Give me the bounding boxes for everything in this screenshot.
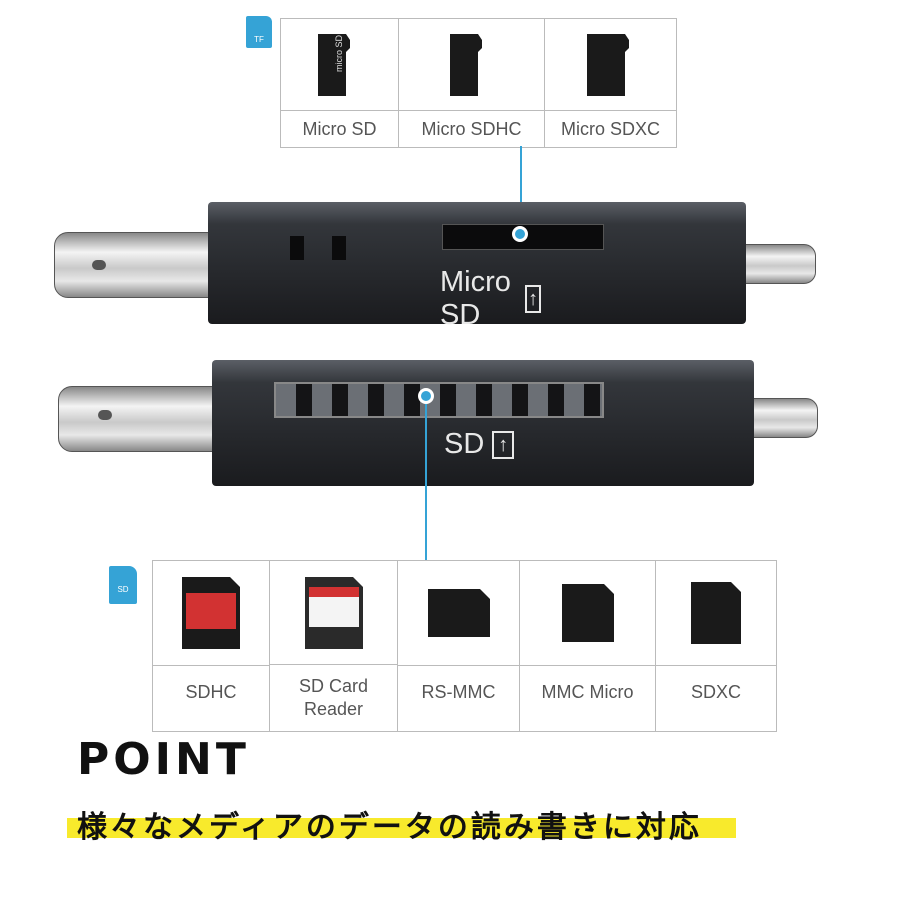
eject-arrow-icon: ↑ [525,285,541,313]
card-cell-rs-mmc: RS-MMC [398,561,520,731]
card-label: SDXC [656,665,776,731]
card-cell-sd-card-reader: SD Card Reader [270,561,398,731]
highlight-bar [67,818,736,838]
card-cell-micro-sd: micro SD Micro SD [281,19,399,147]
micro-sdhc-card-icon [449,34,482,96]
card-label: SDHC [153,665,269,731]
card-label: RS-MMC [398,665,519,731]
usb-plug-left [58,386,220,452]
card-label: Micro SDHC [399,110,544,147]
sdxc-card-icon [691,582,741,644]
card-cell-micro-sdhc: Micro SDHC [399,19,545,147]
micro-sdxc-card-icon [586,34,629,96]
card-cell-sdxc: SDXC [656,561,776,731]
tf-card-icon: TF [246,16,272,48]
sd-card-table: SDHC SD Card Reader RS-MMC MMC Micro SDX… [152,560,777,732]
sd-card-icon: SD [109,566,137,604]
reader-body-top [208,202,746,324]
micro-sd-card-icon: micro SD [317,34,350,96]
tf-badge-label: TF [254,35,264,44]
sd-slot[interactable] [274,382,604,418]
card-cell-mmc-micro: MMC Micro [520,561,656,731]
card-cell-sdhc: SDHC [153,561,270,731]
usb-plug-left [54,232,216,298]
micro-sd-slot-label: Micro SD ↑ [440,266,541,332]
card-label: MMC Micro [520,665,655,731]
slot-marker-top [512,226,528,242]
svg-text:micro SD: micro SD [334,34,344,72]
plug-hole-icon [98,410,112,420]
card-label: Micro SD [281,110,398,147]
card-label: Micro SDXC [545,110,676,147]
mmc-micro-card-icon [561,584,614,642]
card-label: SD Card Reader [270,664,397,731]
micro-card-table: micro SD Micro SD Micro SDHC Micro SDXC [280,18,677,148]
led-slot-icon [290,236,304,260]
sd-badge-label: SD [117,585,129,594]
card-cell-micro-sdxc: Micro SDXC [545,19,676,147]
reader-body-bottom [212,360,754,486]
rs-mmc-card-icon [427,589,490,637]
sd-card-icon [304,577,363,649]
connector-line-top [520,146,522,234]
plug-hole-icon [92,260,106,270]
sd-slot-label: SD ↑ [444,428,515,461]
connector-line-bottom [425,404,427,560]
eject-arrow-icon: ↑ [492,430,515,459]
point-title: POINT [77,734,250,785]
slot-marker-bottom [418,388,434,404]
led-slot-icon [332,236,346,260]
point-subtitle: 様々なメディアのデータの読み書きに対応 [77,810,702,845]
sdhc-card-icon [182,577,240,649]
